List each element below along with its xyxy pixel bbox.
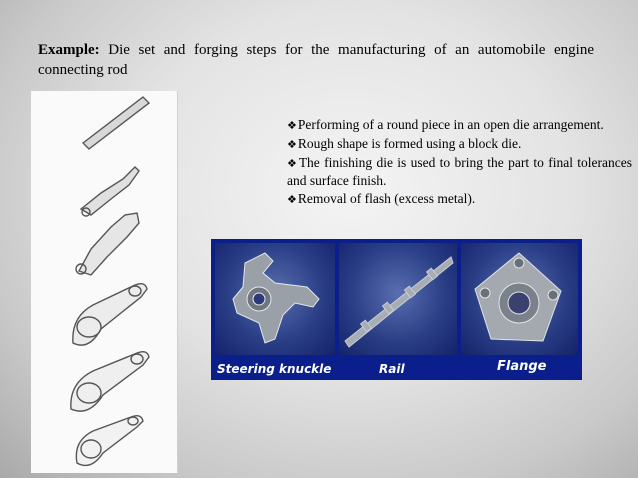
steering-knuckle-photo xyxy=(215,243,335,355)
diamond-bullet-icon: ❖ xyxy=(287,193,297,206)
caption-flange: Flange xyxy=(497,359,547,374)
diamond-bullet-icon: ❖ xyxy=(287,138,297,151)
list-item: ❖Rough shape is formed using a block die… xyxy=(287,136,522,151)
list-item: ❖Removal of flash (excess metal). xyxy=(287,191,476,206)
heading-text: Die set and forging steps for the manufa… xyxy=(38,42,594,78)
list-item: ❖Performing of a round piece in an open … xyxy=(287,117,604,132)
caption-rail: Rail xyxy=(379,362,405,376)
caption-steering-knuckle: Steering knuckle xyxy=(217,362,332,376)
connecting-rod-steps-illustration xyxy=(70,96,151,467)
process-steps-list: ❖Performing of a round piece in an open … xyxy=(287,116,632,209)
rail-photo xyxy=(339,243,457,355)
diamond-bullet-icon: ❖ xyxy=(287,157,298,170)
diamond-bullet-icon: ❖ xyxy=(287,119,297,132)
heading-lead: Example: xyxy=(38,42,100,58)
slide-heading: Example: Die set and forging steps for t… xyxy=(38,40,594,80)
forged-parts-photo-strip: Steering knuckle Rail Flange xyxy=(211,239,582,380)
forging-steps-drawing xyxy=(31,91,178,473)
flange-photo xyxy=(461,243,578,355)
list-item: ❖The finishing die is used to bring the … xyxy=(287,155,632,188)
